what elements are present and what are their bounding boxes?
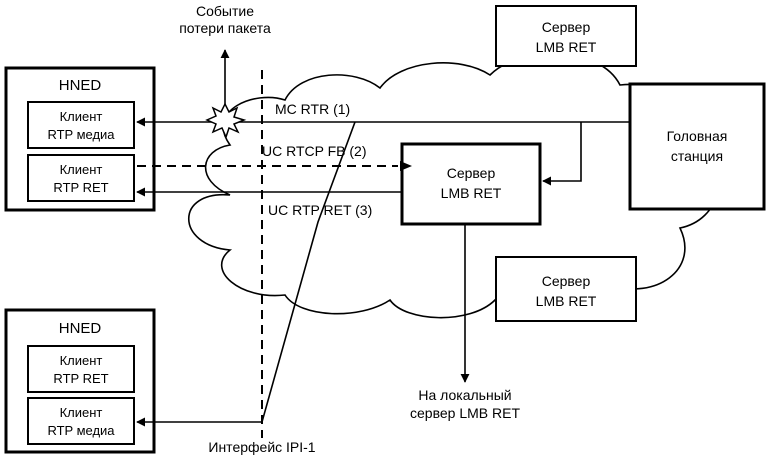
client-ret-bottom-line2: RTP RET xyxy=(53,371,108,386)
packet-loss-burst-icon xyxy=(205,102,247,140)
client-media-bottom-box xyxy=(27,397,135,445)
server-center-line2: LMB RET xyxy=(441,185,502,201)
headend-line2: станция xyxy=(671,148,723,164)
loss-event-line1: Событие xyxy=(196,3,254,19)
server-bottom-line2: LMB RET xyxy=(536,293,597,309)
server-box-bottom xyxy=(495,256,637,322)
client-media-bottom-line1: Клиент xyxy=(60,405,103,420)
client-media-top-line2: RTP медиа xyxy=(47,127,115,142)
server-center-line1: Сервер xyxy=(447,165,496,181)
client-ret-bottom-box xyxy=(27,345,135,393)
server-box-center xyxy=(400,142,542,226)
to-bottom-client-arrow xyxy=(136,121,356,427)
client-media-top-line1: Клиент xyxy=(60,109,103,124)
headend-box xyxy=(628,82,766,211)
mc-rtr-label: MC RTR (1) xyxy=(275,101,350,117)
server-bottom-line1: Сервер xyxy=(542,273,591,289)
local-server-line2: сервер LMB RET xyxy=(410,405,520,421)
headend-line1: Головная xyxy=(667,128,728,144)
client-ret-top-line1: Клиент xyxy=(60,162,103,177)
server-top-line1: Сервер xyxy=(542,19,591,35)
local-server-line1: На локальный xyxy=(418,387,511,403)
client-ret-top-box xyxy=(27,154,135,202)
headend-to-server-arrow xyxy=(542,122,582,186)
uc-rtcp-arrowhead xyxy=(400,161,412,171)
client-ret-bottom-line1: Клиент xyxy=(60,353,103,368)
hned-bottom-label: HNED xyxy=(59,320,102,337)
hned-top-label: HNED xyxy=(59,77,102,94)
client-ret-top-line2: RTP RET xyxy=(53,180,108,195)
uc-rtcp-label: UC RTCP FB (2) xyxy=(262,143,367,159)
loss-event-line2: потери пакета xyxy=(179,20,271,36)
server-top-line2: LMB RET xyxy=(536,39,597,55)
interface-label: Интерфейс IPI-1 xyxy=(208,439,315,455)
client-media-top-box xyxy=(27,101,135,149)
uc-rtp-label: UC RTP RET (3) xyxy=(268,202,372,218)
client-media-bottom-line2: RTP медиа xyxy=(47,423,115,438)
server-box-top xyxy=(495,5,637,67)
